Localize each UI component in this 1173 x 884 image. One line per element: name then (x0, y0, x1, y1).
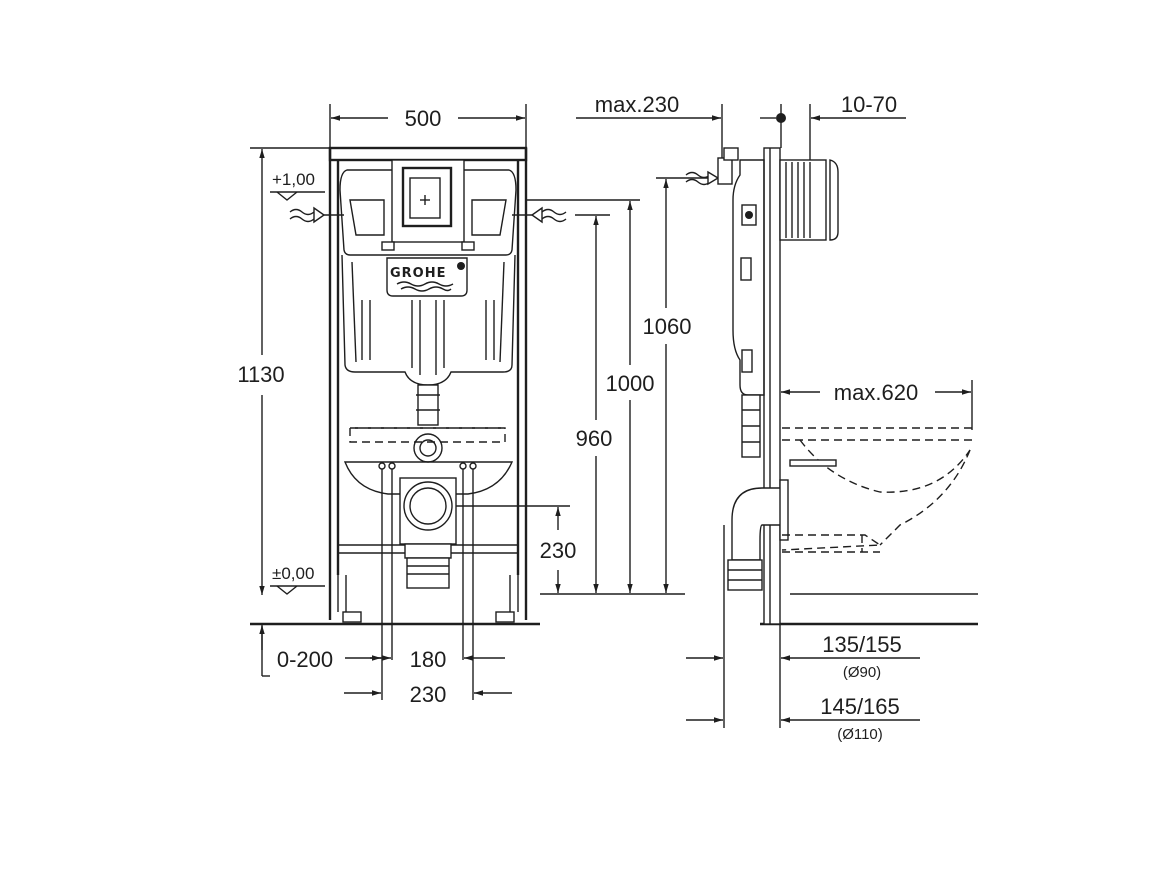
dimension-label-180: 180 (410, 647, 447, 672)
brand-logo-text: GROHE (390, 266, 447, 281)
dimension-label-10-70: 10-70 (841, 92, 897, 117)
level-marker-zero: ±0,00 (270, 564, 325, 595)
level-top-label: +1,00 (272, 170, 315, 189)
side-drain-bend (723, 479, 789, 591)
dimension-height-960: 960 (575, 214, 613, 593)
pipe-label-110: (Ø110) (837, 726, 883, 743)
dimension-label-230-drain: 230 (540, 538, 577, 563)
fixing-bolts (343, 461, 514, 660)
flush-pipe (413, 384, 443, 463)
level-zero-label: ±0,00 (272, 564, 314, 583)
water-inlet-left (289, 206, 344, 224)
dimension-max-230: max.230 (576, 92, 723, 158)
dimension-spacing-180: 180 (370, 647, 505, 672)
dimension-range-10-70: 10-70 (760, 92, 906, 160)
dimension-width-500: 500 (329, 104, 527, 148)
dimension-spacing-230: 230 (344, 660, 512, 707)
dimension-label-1000: 1000 (606, 371, 655, 396)
dimension-135-155: 135/155 (Ø90) (686, 590, 920, 728)
dimension-height-1130: 1130 (237, 147, 330, 595)
dimension-max-620: max.620 (781, 380, 973, 430)
water-inlet-right (512, 206, 567, 224)
level-marker-top: +1,00 (270, 170, 325, 201)
dimension-label-max-620: max.620 (834, 380, 918, 405)
cistern-side (732, 159, 765, 458)
dimension-label-0-200: 0-200 (277, 647, 333, 672)
drain-connector (399, 477, 457, 589)
dimension-label-1130: 1130 (237, 362, 284, 387)
wc-pan-outline-front (349, 427, 506, 443)
pipe-label-90: (Ø90) (843, 664, 881, 681)
dimension-label-500: 500 (405, 106, 442, 131)
dimension-145-165: 145/165 (Ø110) (686, 694, 920, 743)
flush-actuator (381, 159, 475, 251)
dimension-label-135-155: 135/155 (822, 632, 902, 657)
side-water-inlet (685, 147, 739, 186)
wc-pan-outline-side (781, 427, 972, 553)
front-view: GROHE (237, 104, 708, 707)
dimension-label-230-bottom: 230 (410, 682, 447, 707)
dimension-label-1060: 1060 (643, 314, 692, 339)
dimension-height-1000: 1000 (526, 199, 655, 593)
dimension-height-1060: 1060 (580, 177, 708, 595)
dimension-label-145-165: 145/165 (820, 694, 900, 719)
cistern: GROHE (339, 169, 517, 386)
dimension-offset-0-200: 0-200 (259, 625, 381, 677)
side-view: max.230 10-70 max.620 135/155 (Ø90) (576, 92, 978, 743)
dimension-label-max-230: max.230 (595, 92, 679, 117)
dimension-label-960: 960 (576, 426, 613, 451)
side-frame (763, 147, 781, 625)
dimension-drain-height-230: 230 (456, 505, 580, 595)
brand-dot (457, 262, 465, 270)
flush-plate-side (779, 159, 839, 241)
